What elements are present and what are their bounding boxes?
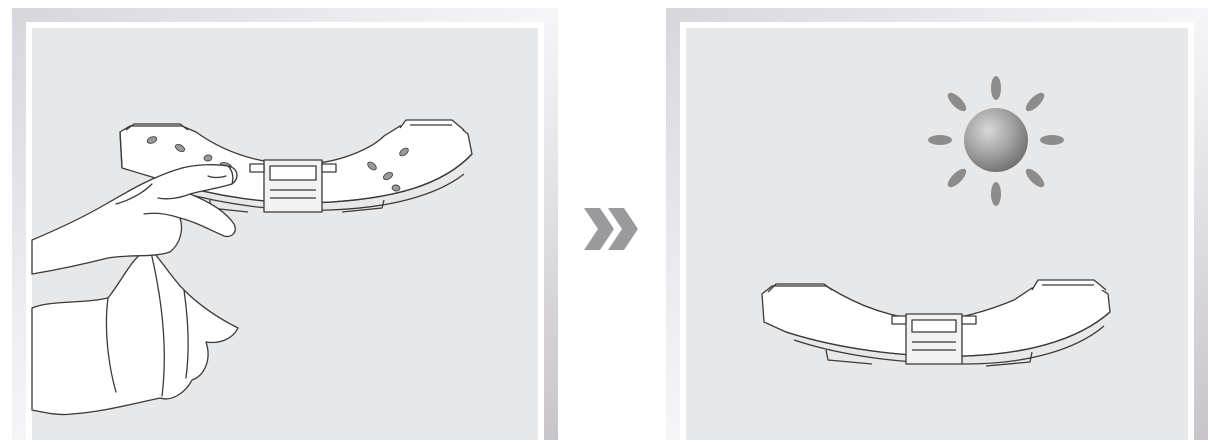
panel-background (686, 28, 1188, 440)
double-chevron-right-icon (582, 204, 642, 254)
step-wipe-panel (12, 8, 558, 440)
step-dry-panel (666, 8, 1208, 440)
